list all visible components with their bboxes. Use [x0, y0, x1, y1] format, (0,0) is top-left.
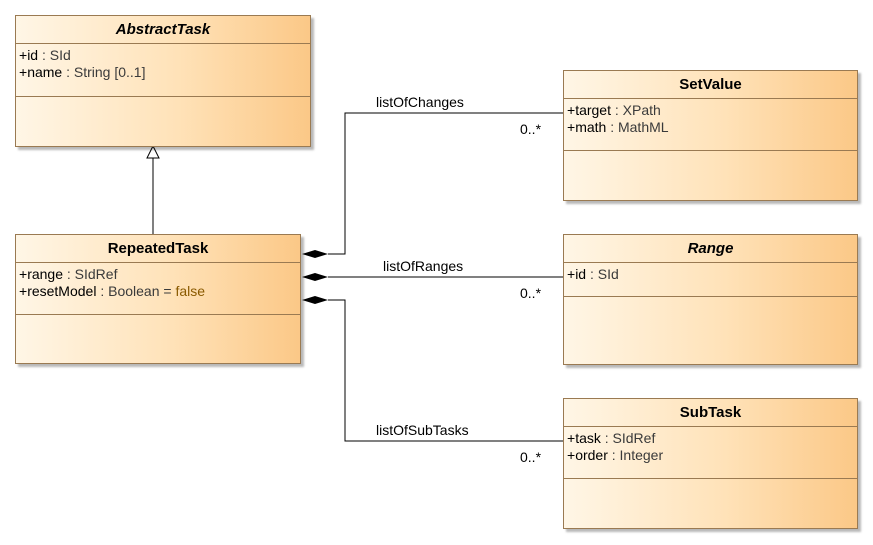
class-name: AbstractTask	[16, 16, 310, 44]
class-name: Range	[564, 235, 857, 263]
class-name: SubTask	[564, 399, 857, 427]
multiplicity-listofsubtasks: 0..*	[520, 449, 542, 465]
role-label-listofchanges: listOfChanges	[376, 94, 464, 110]
role-label-listofsubtasks: listOfSubTasks	[376, 422, 469, 438]
class-name: SetValue	[564, 71, 857, 99]
multiplicity-listofranges: 0..*	[520, 285, 542, 301]
attribute-name: +name : String [0..1]	[19, 64, 146, 80]
generalization-arrowhead	[146, 144, 160, 159]
attribute-compartment: +target : XPath +math : MathML	[564, 99, 857, 151]
attribute-order: +order : Integer	[567, 447, 664, 463]
composition-line-listofsubtasks	[328, 299, 563, 442]
class-name: RepeatedTask	[16, 235, 300, 263]
attribute-id: +id : SId	[19, 47, 71, 63]
multiplicity-listofchanges: 0..*	[520, 121, 542, 137]
attribute-range: +range : SIdRef	[19, 266, 118, 282]
composition-diamond-listofchanges	[302, 250, 328, 258]
role-label-listofranges: listOfRanges	[383, 258, 464, 274]
class-repeatedtask[interactable]: RepeatedTask +range : SIdRef +resetModel…	[15, 234, 301, 364]
attribute-math: +math : MathML	[567, 119, 669, 135]
attribute-compartment: +range : SIdRef +resetModel : Boolean = …	[16, 263, 300, 315]
attribute-compartment: +task : SIdRef +order : Integer	[564, 427, 857, 479]
attribute-resetmodel: +resetModel : Boolean = false	[19, 283, 206, 299]
attribute-compartment: +id : SId +name : String [0..1]	[16, 44, 310, 97]
attribute-compartment: +id : SId	[564, 263, 857, 297]
class-abstracttask[interactable]: AbstractTask +id : SId +name : String [0…	[15, 15, 311, 147]
attribute-target: +target : XPath	[567, 102, 661, 118]
attribute-id: +id : SId	[567, 266, 619, 282]
composition-diamond-listofranges	[302, 273, 328, 281]
class-subtask[interactable]: SubTask +task : SIdRef +order : Integer	[563, 398, 858, 529]
attribute-task: +task : SIdRef	[567, 430, 656, 446]
class-range[interactable]: Range +id : SId	[563, 234, 858, 365]
composition-line-listofchanges	[328, 112, 563, 255]
composition-diamond-listofsubtasks	[302, 296, 328, 304]
class-setvalue[interactable]: SetValue +target : XPath +math : MathML	[563, 70, 858, 201]
